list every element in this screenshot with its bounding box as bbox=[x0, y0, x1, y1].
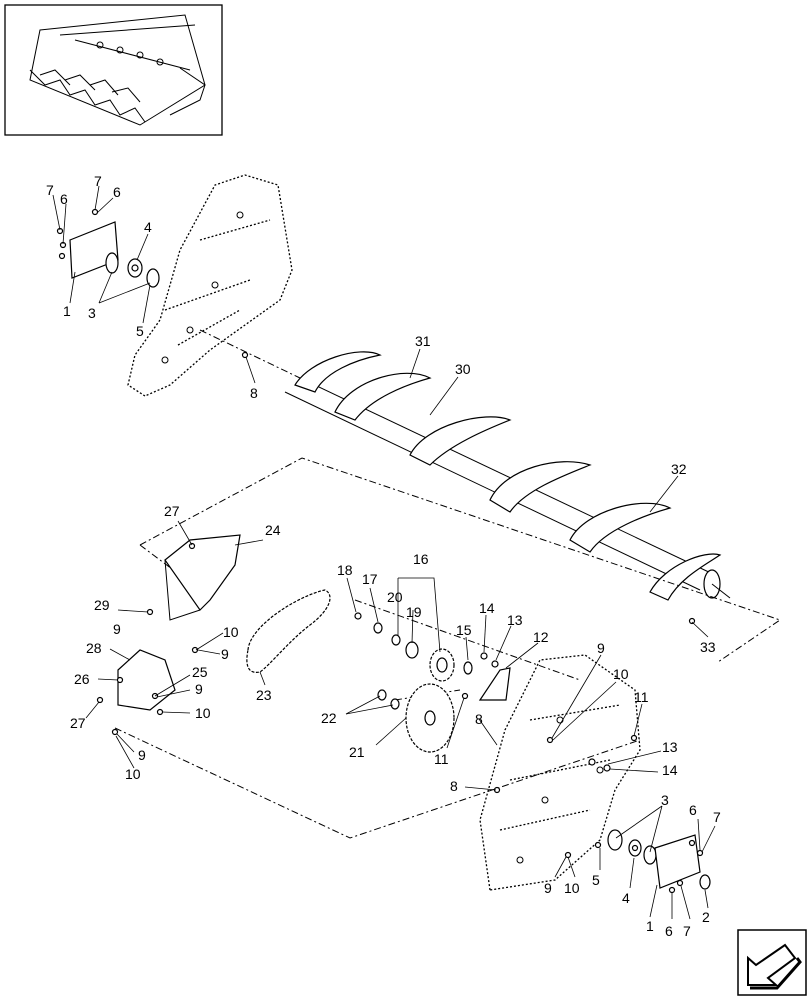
callout-20: 20 bbox=[387, 589, 403, 605]
callout-29: 29 bbox=[94, 597, 110, 613]
callout-12: 12 bbox=[533, 629, 549, 645]
callout-27: 27 bbox=[164, 503, 180, 519]
callout-7: 7 bbox=[94, 173, 102, 189]
drive-chain bbox=[246, 589, 331, 673]
callout-19: 19 bbox=[406, 604, 422, 620]
callout-21: 21 bbox=[349, 744, 365, 760]
callout-9: 9 bbox=[544, 880, 552, 896]
callout-11: 11 bbox=[434, 751, 449, 767]
drive-guard bbox=[96, 534, 241, 736]
callout-14: 14 bbox=[662, 762, 678, 778]
upper-bearing-group bbox=[56, 208, 249, 359]
callout-25: 25 bbox=[192, 664, 208, 680]
callout-22: 22 bbox=[321, 710, 337, 726]
lower-bearing-group bbox=[594, 829, 711, 894]
callout-26: 26 bbox=[74, 671, 90, 687]
callout-28: 28 bbox=[86, 640, 102, 656]
callout-9: 9 bbox=[195, 681, 203, 697]
callout-8: 8 bbox=[250, 385, 258, 401]
callout-1: 1 bbox=[646, 918, 654, 934]
callout-14: 14 bbox=[479, 600, 495, 616]
callout-7: 7 bbox=[713, 809, 721, 825]
callout-13: 13 bbox=[662, 739, 678, 755]
callout-5: 5 bbox=[592, 872, 600, 888]
callout-4: 4 bbox=[622, 890, 630, 906]
callout-27: 27 bbox=[70, 715, 86, 731]
callout-labels: 7 6 7 6 4 1 3 5 8 31 30 32 33 27 24 18 1… bbox=[46, 173, 721, 939]
callout-16: 16 bbox=[413, 551, 429, 567]
callout-2: 2 bbox=[702, 909, 710, 925]
callout-31: 31 bbox=[415, 333, 431, 349]
left-side-sheet bbox=[127, 174, 293, 397]
callout-18: 18 bbox=[337, 562, 353, 578]
callout-6: 6 bbox=[689, 802, 697, 818]
callout-11: 11 bbox=[634, 689, 649, 705]
callout-10: 10 bbox=[223, 624, 239, 640]
callout-10: 10 bbox=[125, 766, 141, 782]
callout-5: 5 bbox=[136, 323, 144, 339]
callout-23: 23 bbox=[256, 687, 272, 703]
callout-7: 7 bbox=[683, 923, 691, 939]
auger-assembly bbox=[284, 351, 731, 625]
callout-9: 9 bbox=[597, 640, 605, 656]
callout-6: 6 bbox=[60, 191, 68, 207]
callout-3: 3 bbox=[88, 305, 96, 321]
callout-9: 9 bbox=[221, 646, 229, 662]
callout-32: 32 bbox=[671, 461, 687, 477]
callout-6: 6 bbox=[113, 184, 121, 200]
page-navigation-arrow-icon[interactable] bbox=[737, 929, 807, 996]
callout-1: 1 bbox=[63, 303, 71, 319]
callout-6: 6 bbox=[665, 923, 673, 939]
right-side-sheet bbox=[479, 654, 641, 891]
callout-7: 7 bbox=[46, 182, 54, 198]
callout-15: 15 bbox=[456, 622, 472, 638]
header-thumbnail-icon bbox=[4, 4, 223, 136]
callout-9: 9 bbox=[138, 747, 146, 763]
callout-8: 8 bbox=[450, 778, 458, 794]
callout-8: 8 bbox=[475, 711, 483, 727]
callout-10: 10 bbox=[564, 880, 580, 896]
callout-9: 9 bbox=[113, 621, 121, 637]
leader-lines bbox=[52, 185, 716, 920]
assembly-centre-lines bbox=[114, 329, 782, 839]
callout-3: 3 bbox=[661, 792, 669, 808]
callout-30: 30 bbox=[455, 361, 471, 377]
callout-10: 10 bbox=[195, 705, 211, 721]
callout-24: 24 bbox=[265, 522, 281, 538]
drive-sprockets bbox=[354, 612, 638, 753]
callout-13: 13 bbox=[507, 612, 523, 628]
callout-10: 10 bbox=[613, 666, 629, 682]
callout-4: 4 bbox=[144, 219, 152, 235]
callout-17: 17 bbox=[362, 571, 378, 587]
callout-33: 33 bbox=[700, 639, 716, 655]
